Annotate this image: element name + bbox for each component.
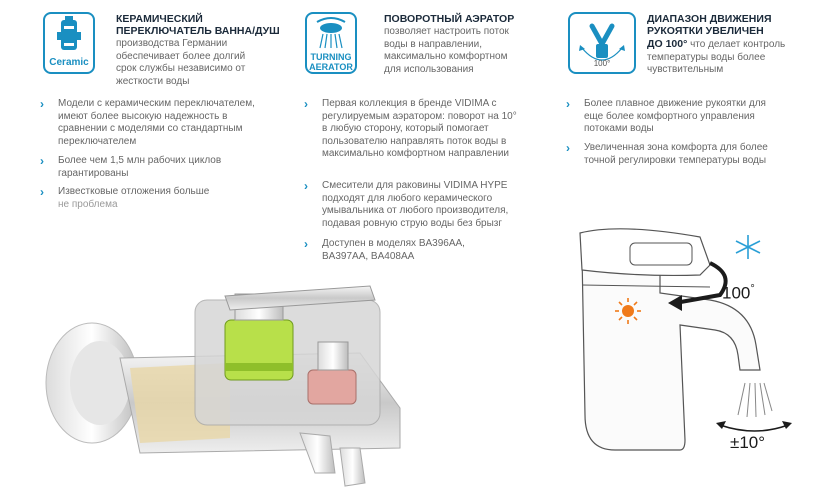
chevron-right-icon: ›	[40, 97, 44, 111]
aerator-description: позволяет настроить поток воды в направл…	[384, 26, 509, 75]
ceramic-title: КЕРАМИЧЕСКИЙ ПЕРЕКЛЮЧАТЕЛЬ ВАННА/ДУШ	[116, 13, 280, 37]
bath-mixer-illustration	[45, 285, 401, 487]
handle-range-description: ДО 100° что делает контроль температуры …	[647, 38, 786, 75]
chevron-right-icon: ›	[566, 97, 570, 111]
turning-badge-line1: TURNING	[310, 52, 352, 62]
chevron-right-icon: ›	[40, 154, 44, 168]
aerator-rotation-arrow	[719, 424, 789, 432]
rotation-arrow	[674, 261, 728, 305]
snowflake-icon	[735, 235, 761, 259]
sun-icon	[615, 298, 641, 324]
chevron-right-icon: ›	[304, 179, 308, 193]
ceramic-bullet-2: › Более чем 1,5 млн рабочих циклов гаран…	[40, 154, 222, 179]
ceramic-cartridge-icon	[57, 16, 81, 50]
chevron-right-icon: ›	[304, 97, 308, 111]
aerator-bullet-1: › Первая коллекция в бренде VIDIMA с рег…	[304, 97, 517, 159]
ceramic-diverter-cutaway	[307, 369, 357, 405]
mixer-spout	[299, 432, 336, 474]
aerator-title: ПОВОРОТНЫЙ АЭРАТОР	[384, 13, 515, 25]
water-spray	[737, 382, 773, 418]
basin-mixer-illustration	[579, 228, 792, 451]
aerator-icon	[316, 17, 346, 49]
basin-mixer-body	[581, 254, 761, 451]
turning-badge-line2: AERATOR	[309, 62, 353, 72]
ceramic-badge: Ceramic	[43, 12, 95, 74]
handle-range-icon	[579, 23, 625, 61]
ceramic-badge-label: Ceramic	[49, 57, 89, 68]
aerator-bullet-2: › Смесители для раковины VIDIMA HYPE под…	[304, 179, 509, 229]
handle-range-title-2: РУКОЯТКИ УВЕЛИЧЕН	[647, 25, 764, 37]
chevron-right-icon: ›	[566, 141, 570, 155]
handle-bullet-1: › Более плавное движение рукоятки для ещ…	[566, 97, 766, 134]
ceramic-bullet-1: › Модели с керамическим переключателем, …	[40, 97, 255, 147]
chevron-right-icon: ›	[40, 185, 44, 199]
ceramic-description: производства Германии обеспечивает более…	[116, 38, 246, 87]
handle-range-title-1: ДИАПАЗОН ДВИЖЕНИЯ	[647, 13, 772, 25]
turning-aerator-badge: TURNING AERATOR	[305, 12, 357, 74]
handle-range-badge: 100°	[568, 12, 636, 74]
handle-range-badge-label: 100°	[593, 59, 611, 68]
handle-angle-label: 100°	[722, 283, 755, 303]
aerator-angle-label: ±10°	[730, 433, 766, 452]
handle-bullet-2: › Увеличенная зона комфорта для более то…	[566, 141, 768, 166]
chevron-right-icon: ›	[304, 237, 308, 251]
lever-handle	[224, 285, 376, 311]
aerator-bullet-3: › Доступен в моделях BA396AA, BA397AA, B…	[304, 237, 465, 262]
ceramic-bullet-3: › Известковые отложения больше не пробле…	[40, 185, 210, 210]
